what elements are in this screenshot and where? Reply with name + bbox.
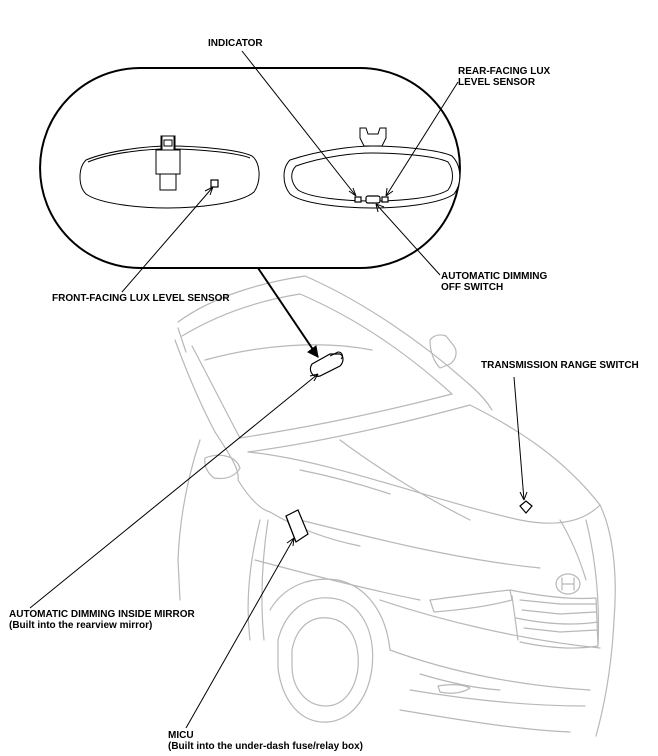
indicator-icon — [354, 196, 362, 203]
label-front-facing-lux-level-sensor: FRONT-FACING LUX LEVEL SENSOR — [52, 293, 230, 304]
leader-inside-mirror — [29, 373, 319, 609]
leader-detail-to-mirror — [257, 267, 319, 358]
vehicle-drawing — [174, 275, 616, 737]
front-lux-sensor-icon — [210, 179, 219, 188]
leader-front-lux — [121, 186, 214, 293]
leader-transmission — [513, 376, 525, 501]
auto-dim-off-switch-icon — [365, 195, 381, 204]
label-transmission-range-switch: TRANSMISSION RANGE SWITCH — [481, 360, 639, 371]
rear-lux-sensor-icon — [381, 196, 389, 203]
mirror-front-view — [79, 135, 260, 209]
transmission-range-switch-component — [519, 500, 533, 514]
leader-indicator — [241, 50, 357, 197]
leader-micu — [185, 537, 295, 729]
mirror-rear-view — [283, 127, 461, 209]
label-rear-facing-lux-level-sensor: REAR-FACING LUX LEVEL SENSOR — [458, 66, 551, 88]
leader-auto-dim-off — [375, 203, 441, 276]
label-automatic-dimming-off-switch: AUTOMATIC DIMMING OFF SWITCH — [441, 271, 548, 293]
leader-rear-lux — [385, 81, 459, 197]
leader-lines — [29, 50, 528, 729]
label-micu: MICU (Built into the under-dash fuse/rel… — [168, 730, 364, 752]
components — [285, 351, 533, 543]
inside-mirror-component — [309, 353, 344, 377]
mirror-detail-callout — [39, 67, 461, 269]
label-indicator: INDICATOR — [208, 38, 263, 49]
label-automatic-dimming-inside-mirror: AUTOMATIC DIMMING INSIDE MIRROR (Built i… — [9, 609, 195, 631]
